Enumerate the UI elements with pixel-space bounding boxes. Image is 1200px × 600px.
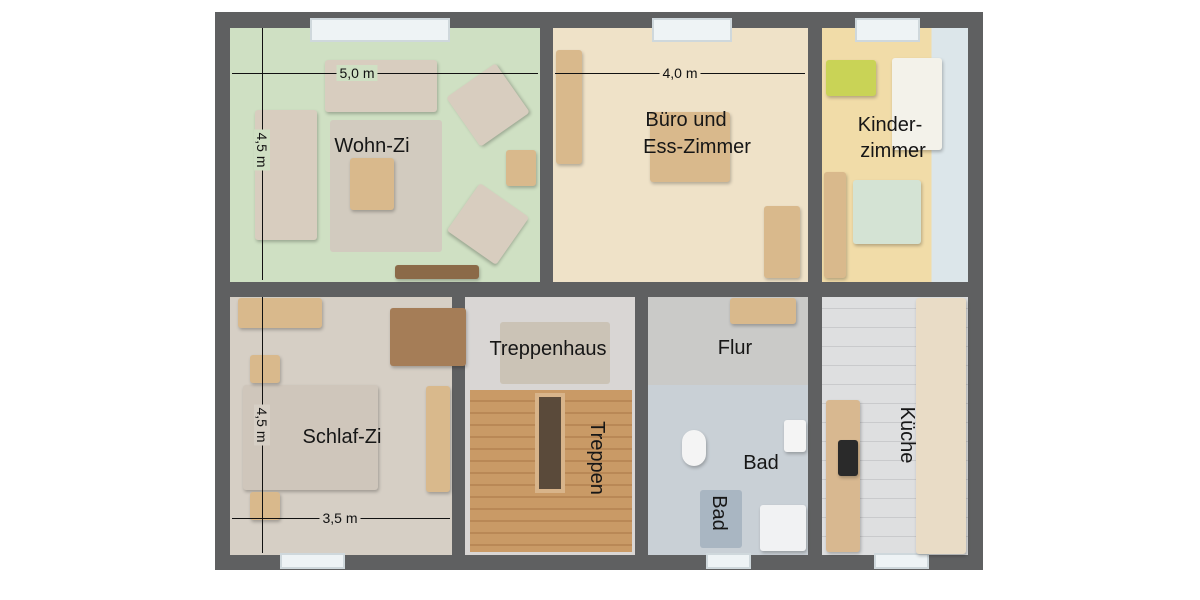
label-flur: Flur — [717, 337, 753, 359]
label-wohnzimmer: Wohn-Zi — [334, 135, 410, 157]
dimension-wohn-width: 5,0 m — [336, 65, 378, 81]
window — [706, 553, 751, 569]
dimension-line — [232, 73, 538, 74]
shower — [760, 505, 806, 551]
dimension-schlaf-width: 3,5 m — [319, 510, 361, 526]
kids-desk — [826, 60, 876, 96]
window — [280, 553, 345, 569]
cooktop — [838, 440, 858, 476]
flur-cabinet — [730, 298, 796, 324]
bench — [426, 386, 450, 492]
coffee-table — [350, 158, 394, 210]
kitchen-counter — [916, 298, 966, 554]
window — [855, 18, 920, 42]
window — [652, 18, 732, 42]
kitchen-counter — [826, 400, 860, 552]
toilet — [682, 430, 706, 466]
play-mat — [853, 180, 921, 244]
label-buero-line2: Ess-Zimmer — [643, 136, 751, 158]
label-kinder-line2: zimmer — [860, 140, 926, 162]
wardrobe — [390, 308, 466, 366]
shelf — [824, 172, 846, 278]
dresser — [238, 298, 322, 328]
window — [310, 18, 450, 42]
label-treppen: Treppen — [586, 421, 608, 495]
label-buero-line1: Büro und — [645, 109, 727, 131]
nightstand — [250, 492, 280, 520]
desk — [764, 206, 800, 278]
window — [874, 553, 929, 569]
sink — [784, 420, 806, 452]
stair-rug — [500, 322, 610, 384]
stairwell-opening — [535, 393, 565, 493]
kids-bed — [892, 58, 942, 150]
label-kueche: Küche — [896, 406, 918, 464]
label-schlafzimmer: Schlaf-Zi — [302, 426, 382, 448]
dimension-wohn-depth: 4,5 m — [254, 129, 270, 171]
label-kinder-line1: Kinder- — [857, 114, 923, 136]
dimension-buero-width: 4,0 m — [659, 65, 701, 81]
side-table — [506, 150, 536, 186]
label-treppenhaus: Treppenhaus — [489, 338, 607, 360]
dimension-schlaf-depth: 4,5 m — [254, 404, 270, 446]
nightstand — [250, 355, 280, 383]
sideboard — [556, 50, 582, 164]
tv-stand — [395, 265, 479, 279]
label-bad-mat: Bad — [708, 495, 730, 531]
label-bad: Bad — [743, 452, 779, 474]
dining-table — [650, 112, 730, 182]
bath-mat — [700, 490, 742, 548]
